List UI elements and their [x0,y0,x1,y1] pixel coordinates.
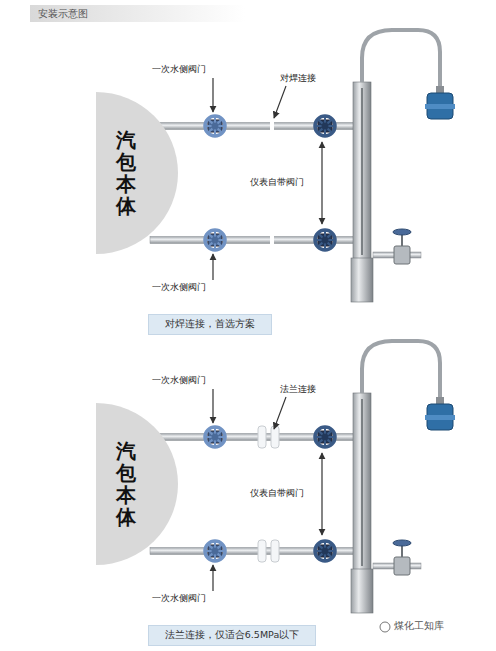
handwheel [205,230,225,250]
hub [322,548,329,555]
title: 安装示意图 [38,7,88,21]
drain-valve [394,557,410,575]
spoke [318,544,332,558]
flange [258,426,266,448]
spoke [318,233,332,247]
cable [362,341,440,403]
leader-arrow [321,453,322,535]
steam-drum: 汽包本体 [96,403,178,565]
leader-arrow [212,389,213,423]
pipe [150,434,355,441]
drum-shape [96,403,178,565]
drum-label: 汽包本体 [116,440,136,528]
handwheel [205,116,225,136]
hub [322,123,329,130]
callout-label: 仪表自带阀门 [250,488,304,499]
hub [212,434,219,441]
spoke [208,233,222,247]
caption-text: 对焊连接，首选方案 [165,318,255,329]
watermark: 煤化工知库 [394,620,444,632]
handwheel [205,541,225,561]
hub [212,548,219,555]
callout-label: 一次水侧阀门 [152,375,206,386]
drum-outline [96,403,178,565]
callout-label: 一次水侧阀门 [152,64,206,75]
column-bottom [351,569,373,613]
handwheel [315,230,335,250]
drum-outline [96,92,178,254]
panel [150,341,455,613]
callout-label: 一次水侧阀门 [152,282,206,293]
caption-box: 对焊连接，首选方案 [148,314,272,335]
drum-shape [96,92,178,254]
weld-joint [270,122,274,131]
spoke [208,119,222,133]
flange [271,540,279,562]
weld-joint [270,236,274,245]
leader-arrow [274,397,286,429]
spoke [318,430,332,444]
handwheel [315,541,335,561]
pipe [150,548,355,555]
column-inner [361,399,363,566]
flange [258,540,266,562]
watermark-icon [380,622,390,632]
transmitter-band [425,104,455,109]
panel [150,30,455,302]
leader-arrow [212,254,213,280]
drum-label: 汽包本体 [116,129,136,217]
hub [212,237,219,244]
drain-handwheel [393,540,411,546]
title-bar [30,5,245,22]
hub [322,237,329,244]
drain-valve [394,246,410,264]
callout-label: 仪表自带阀门 [250,177,304,188]
callout-label: 对焊连接 [280,73,316,84]
handwheel [315,116,335,136]
transmitter-band [425,415,455,420]
cable [362,30,440,92]
leader-arrow [212,78,213,112]
callout-label: 法兰连接 [280,384,316,395]
handwheel [205,427,225,447]
column-inner [361,88,363,255]
hub [322,434,329,441]
leader-arrow [321,142,322,224]
spoke [318,119,332,133]
leader-arrow [274,86,286,118]
drain-handwheel [393,229,411,235]
hub [212,123,219,130]
spoke [208,430,222,444]
leader-arrow [212,565,213,591]
pipe [150,237,355,244]
spoke [208,544,222,558]
caption-text: 法兰连接，仅适合6.5MPa以下 [165,629,299,640]
callout-label: 一次水侧阀门 [152,593,206,604]
column-bottom [351,258,373,302]
steam-drum: 汽包本体 [96,92,178,254]
caption-box: 法兰连接，仅适合6.5MPa以下 [148,625,316,646]
pipe [150,123,355,130]
handwheel [315,427,335,447]
flange [271,426,279,448]
